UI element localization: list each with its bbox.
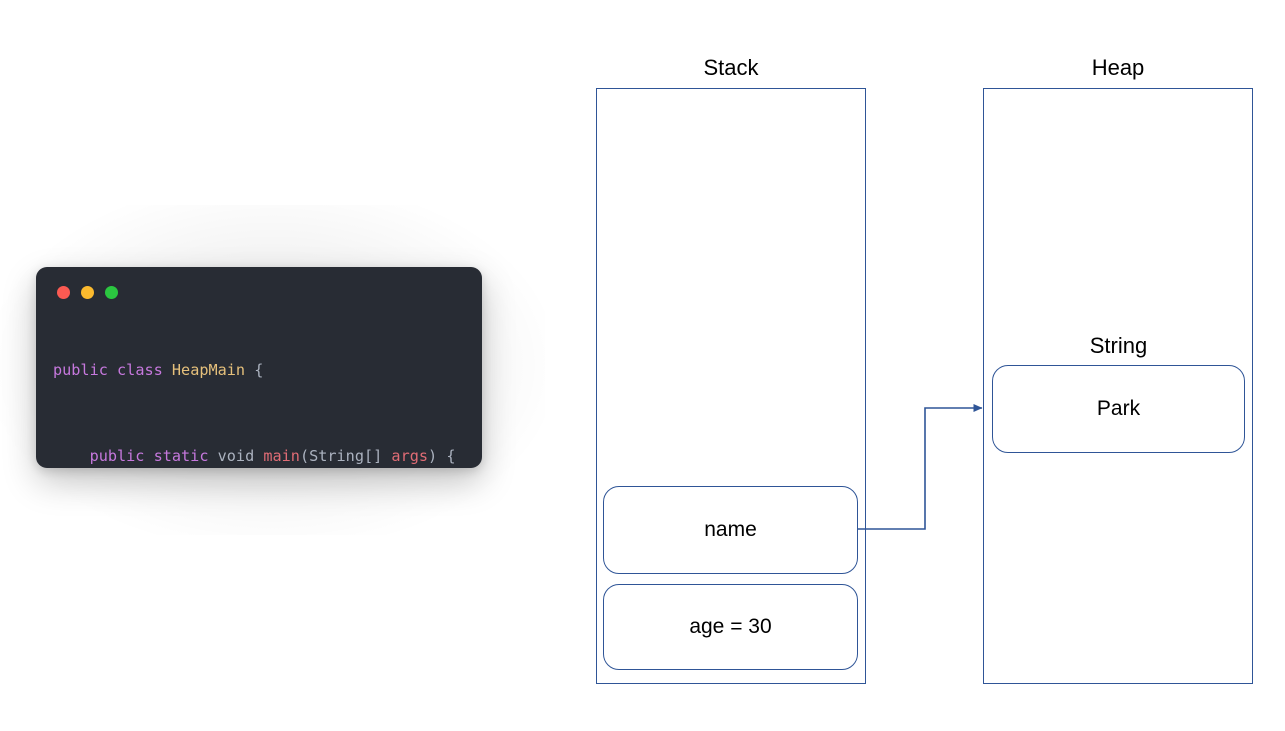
stack-slot-age[interactable]: age = 30 <box>603 584 858 670</box>
close-window-icon[interactable] <box>57 286 70 299</box>
token-keyword-public: public <box>53 361 108 379</box>
token-brace-open-2: { <box>446 447 456 465</box>
maximize-window-icon[interactable] <box>105 286 118 299</box>
reference-arrow-path <box>858 404 983 530</box>
window-controls <box>57 286 118 299</box>
token-paren-open: ( <box>299 447 310 465</box>
token-brace-open-1: { <box>254 361 264 379</box>
stack-slot-age-label: age = 30 <box>689 615 772 638</box>
token-type-heapmain: HeapMain <box>171 361 246 379</box>
token-paren-close: ) <box>428 447 438 465</box>
token-keyword-static: static <box>153 447 209 465</box>
heap-title: Heap <box>1091 55 1145 80</box>
stack-title: Stack <box>703 55 759 80</box>
code-block: public class HeapMain { public static vo… <box>53 317 482 468</box>
token-keyword-class: class <box>117 361 163 379</box>
minimize-window-icon[interactable] <box>81 286 94 299</box>
token-type-string-array: String[] <box>309 447 383 465</box>
token-variable-args: args <box>391 447 428 465</box>
heap-object-park[interactable]: Park <box>992 365 1245 453</box>
token-type-void: void <box>217 447 255 465</box>
stack-slot-name-label: name <box>704 518 757 541</box>
code-line-1: public class HeapMain { <box>53 360 482 382</box>
token-function-main: main <box>263 447 300 465</box>
heap-object-type-label: String <box>1089 333 1148 358</box>
code-line-2: public static void main(String[] args) { <box>53 446 482 468</box>
stack-slot-name[interactable]: name <box>603 486 858 574</box>
token-keyword-public-2: public <box>89 447 145 465</box>
code-editor-window: public class HeapMain { public static vo… <box>36 267 482 468</box>
heap-object-park-label: Park <box>1096 397 1141 420</box>
